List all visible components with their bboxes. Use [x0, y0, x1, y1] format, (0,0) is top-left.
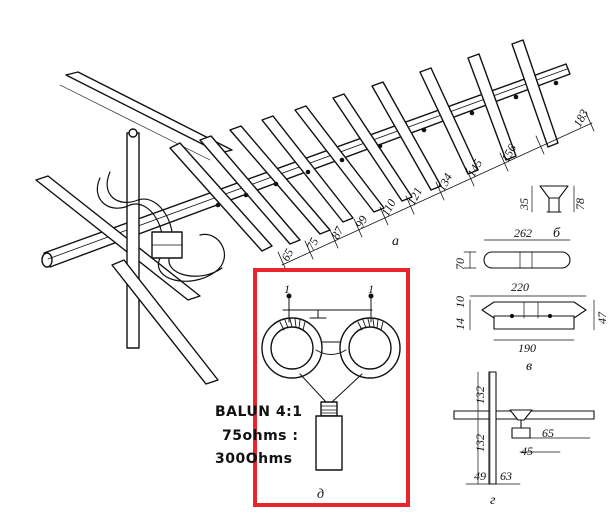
dim-label: 78: [573, 198, 587, 210]
dim-label: 35: [517, 198, 531, 211]
spacing-dimension-line: [277, 112, 595, 271]
spacing-label: 99: [352, 213, 370, 230]
balun-text-line-1: BALUN 4:1: [215, 404, 303, 420]
director-elements: [169, 39, 559, 252]
spacing-label: 65: [278, 246, 296, 263]
dim-label: 65: [542, 426, 554, 440]
dim-label: 63: [500, 469, 512, 483]
highlight-box: [253, 268, 410, 507]
figure-label-v: в: [526, 359, 532, 374]
balun-loop: [96, 171, 226, 282]
antenna-mast: [111, 128, 219, 385]
dim-label: 49: [474, 469, 486, 483]
spacing-label: 121: [404, 185, 425, 207]
spacing-label: 134: [434, 171, 455, 193]
dim-label: 47: [595, 311, 609, 324]
pin-label-left: 1: [284, 282, 290, 296]
figure-label-b: б: [553, 226, 561, 241]
detail-b-drawing: [531, 185, 575, 213]
dim-label: 70: [453, 258, 467, 270]
pin-label-right: 1: [368, 282, 374, 296]
detail-g-drawing: [453, 371, 595, 485]
dim-label: 45: [521, 444, 533, 458]
dim-label: 132: [473, 434, 487, 452]
detail-d-drawing: [261, 293, 401, 471]
dim-label: 220: [511, 280, 529, 294]
dim-label: 14: [453, 318, 467, 330]
balun-text-line-2: 75ohms :: [222, 428, 299, 444]
spacing-label: 183: [570, 107, 591, 129]
detail-v-drawing: [463, 239, 595, 341]
spacing-label: 75: [303, 235, 321, 252]
dim-label: 132: [473, 386, 487, 404]
spacing-label: 110: [378, 197, 398, 219]
boom-rivets: [215, 80, 559, 208]
dim-label: 190: [518, 341, 536, 355]
balun-text-line-3: 300Ohms: [215, 451, 293, 467]
spacing-label: 87: [328, 223, 346, 241]
figure-label-d: д: [317, 487, 324, 502]
figure-label-a: а: [392, 234, 399, 249]
dim-label: 10: [453, 296, 467, 308]
dim-label: 262: [514, 226, 532, 240]
figure-label-g: г: [490, 493, 496, 508]
